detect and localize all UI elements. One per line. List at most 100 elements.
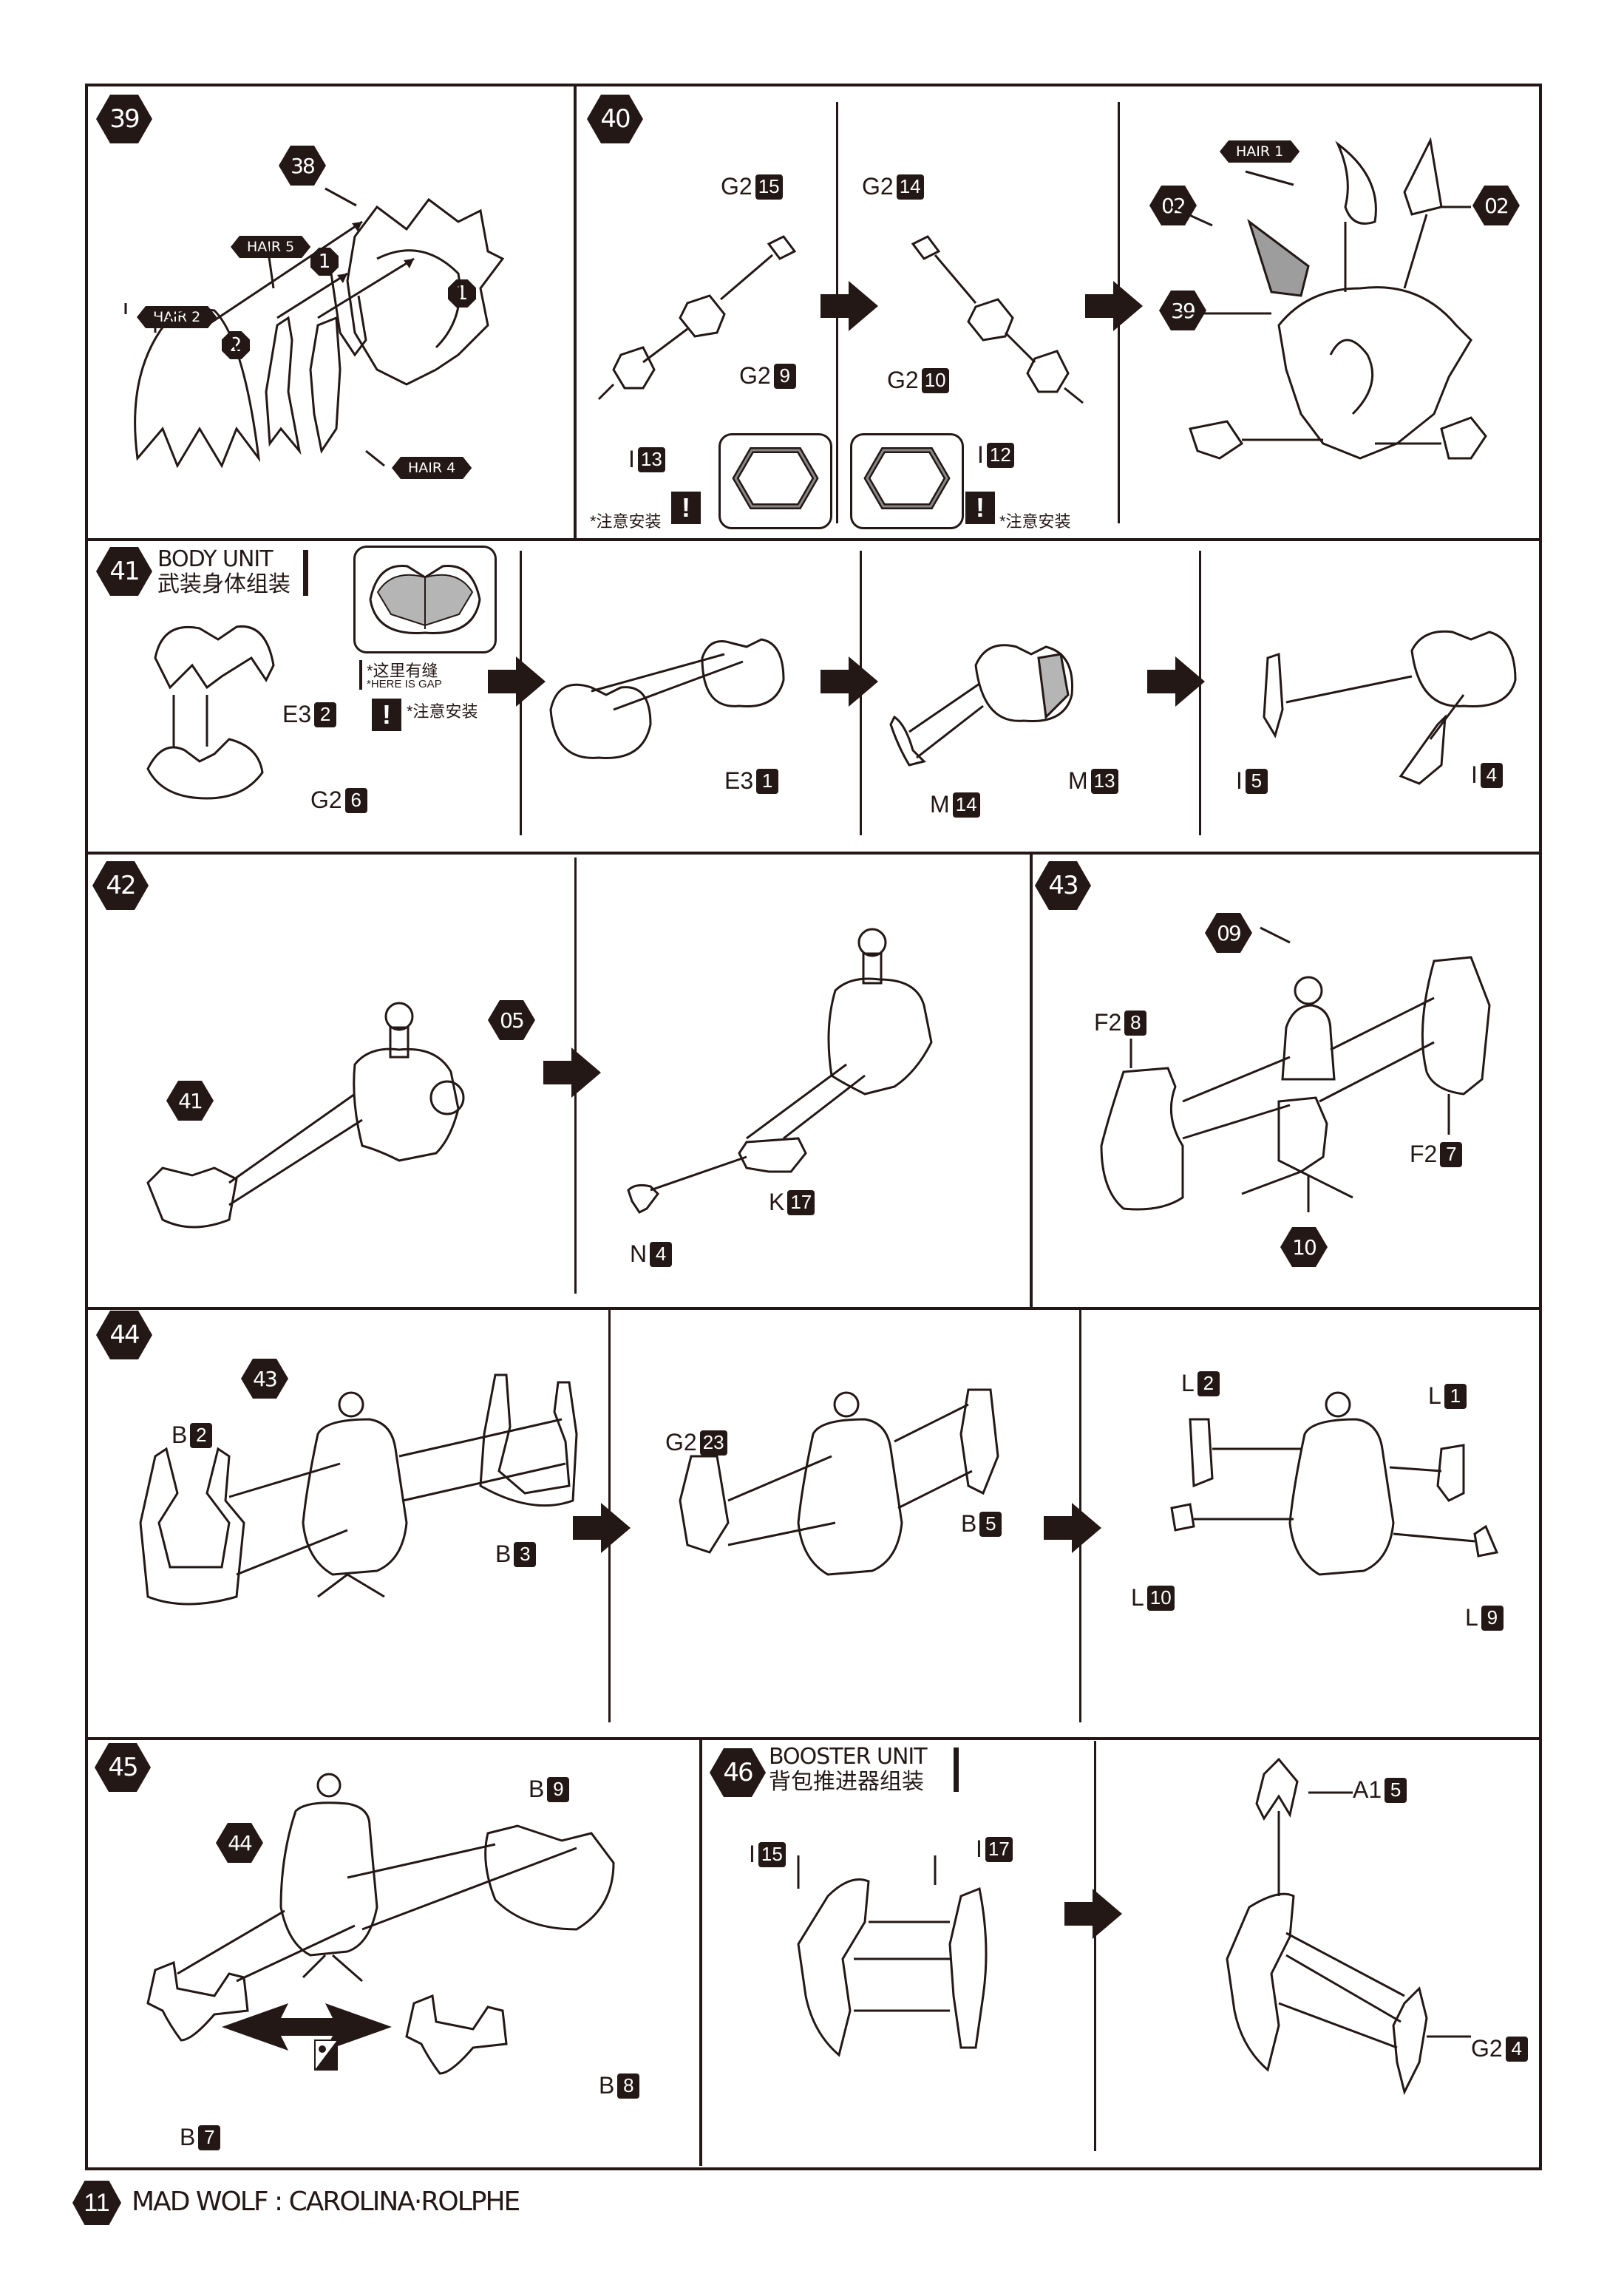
hex-joint-icon <box>863 447 951 509</box>
hair-assembly-illustration <box>111 148 525 488</box>
step-title-en: BODY UNIT <box>157 546 274 572</box>
sprue-code: M <box>930 791 950 818</box>
sprue-code: I <box>1236 767 1243 794</box>
part-tag-hair4: HAIR 4 <box>392 457 472 479</box>
hex-joint-detail-inset <box>850 433 964 529</box>
part-number: 10 <box>921 367 949 393</box>
part-number: 13 <box>637 446 665 472</box>
part-number: 17 <box>985 1836 1013 1862</box>
sprue-code: M <box>1068 767 1088 794</box>
careful-install-note: *注意安装 <box>999 512 1071 531</box>
gap-note-en: *HERE IS GAP <box>367 678 442 690</box>
step-number-badge: 44 <box>96 1311 152 1359</box>
hex-joint-icon <box>732 447 819 509</box>
sprue-code: A1 <box>1353 1776 1382 1803</box>
next-step-arrow <box>1064 1889 1122 1939</box>
part-tag-hair5: HAIR 5 <box>231 236 310 258</box>
sprue-code: G2 <box>887 367 919 393</box>
part-number: 6 <box>344 787 367 813</box>
warning-icon: ! <box>965 492 995 524</box>
sprue-code: E3 <box>724 767 754 794</box>
part-number: 1 <box>1444 1383 1467 1409</box>
sprue-code: F2 <box>1410 1141 1438 1167</box>
next-step-arrow <box>1044 1503 1101 1553</box>
sprue-code: G2 <box>1471 2035 1503 2062</box>
step-number-badge: 39 <box>96 95 152 143</box>
sprue-code: G2 <box>665 1429 697 1456</box>
sprue-code: K <box>769 1189 785 1215</box>
step-title-cn: 背包推进器组装 <box>769 1770 924 1794</box>
sprue-code: F2 <box>1094 1009 1122 1036</box>
part-number: 10 <box>1146 1585 1175 1611</box>
reference-part-badge: 05 <box>488 1000 535 1040</box>
step-title: BODY UNIT 武装身体组装 <box>157 547 291 597</box>
head-assembly-illustration <box>1175 133 1508 488</box>
frame-assembly-illustration <box>1079 902 1523 1234</box>
part-number: 13 <box>1090 768 1118 794</box>
next-step-arrow <box>821 281 878 331</box>
part-number: 7 <box>1440 1141 1463 1167</box>
note-bar <box>359 660 362 690</box>
sprue-code: L <box>1131 1584 1144 1611</box>
sprue-code: E3 <box>282 701 312 727</box>
sprue-code: G2 <box>739 362 771 389</box>
part-number: 4 <box>650 1241 673 1267</box>
part-number: 2 <box>1197 1371 1220 1396</box>
sprue-code: B <box>599 2072 615 2099</box>
sprue-code: L <box>1428 1382 1441 1409</box>
torso-assembly-illustration <box>133 917 991 1242</box>
next-step-arrow <box>488 656 546 707</box>
part-tag-hair1: HAIR 1 <box>1220 140 1299 163</box>
panel-divider <box>574 84 577 538</box>
part-number: 7 <box>198 2125 221 2150</box>
title-bar <box>954 1748 959 1792</box>
sprue-code: N <box>630 1240 648 1267</box>
part-number: 14 <box>896 174 924 200</box>
step-title-en: BOOSTER UNIT <box>769 1744 928 1770</box>
gap-detail-inset <box>353 546 497 653</box>
sprue-code: I <box>976 1835 982 1862</box>
part-number: 4 <box>1505 2036 1528 2062</box>
sprue-code: L <box>1181 1370 1195 1396</box>
body-unit-illustration <box>140 614 1530 835</box>
sprue-code: B <box>961 1510 977 1537</box>
next-step-arrow <box>543 1047 601 1098</box>
row-divider <box>85 538 1539 541</box>
part-number: 1 <box>756 768 779 794</box>
step-number-badge: 41 <box>96 547 152 596</box>
title-bar <box>303 550 308 596</box>
next-step-arrow <box>573 1503 631 1553</box>
step-number-badge: 45 <box>95 1743 151 1792</box>
sprue-code: B <box>171 1422 188 1448</box>
sprue-code: B <box>180 2124 196 2150</box>
substep-divider <box>1094 1741 1096 2151</box>
hex-joint-detail-inset <box>718 433 832 529</box>
sprue-code: I <box>977 441 984 468</box>
torso-armor-illustration <box>126 1375 1515 1685</box>
step-number-badge: 46 <box>710 1748 766 1797</box>
part-number: 4 <box>1480 762 1503 788</box>
part-number: 17 <box>787 1189 815 1215</box>
